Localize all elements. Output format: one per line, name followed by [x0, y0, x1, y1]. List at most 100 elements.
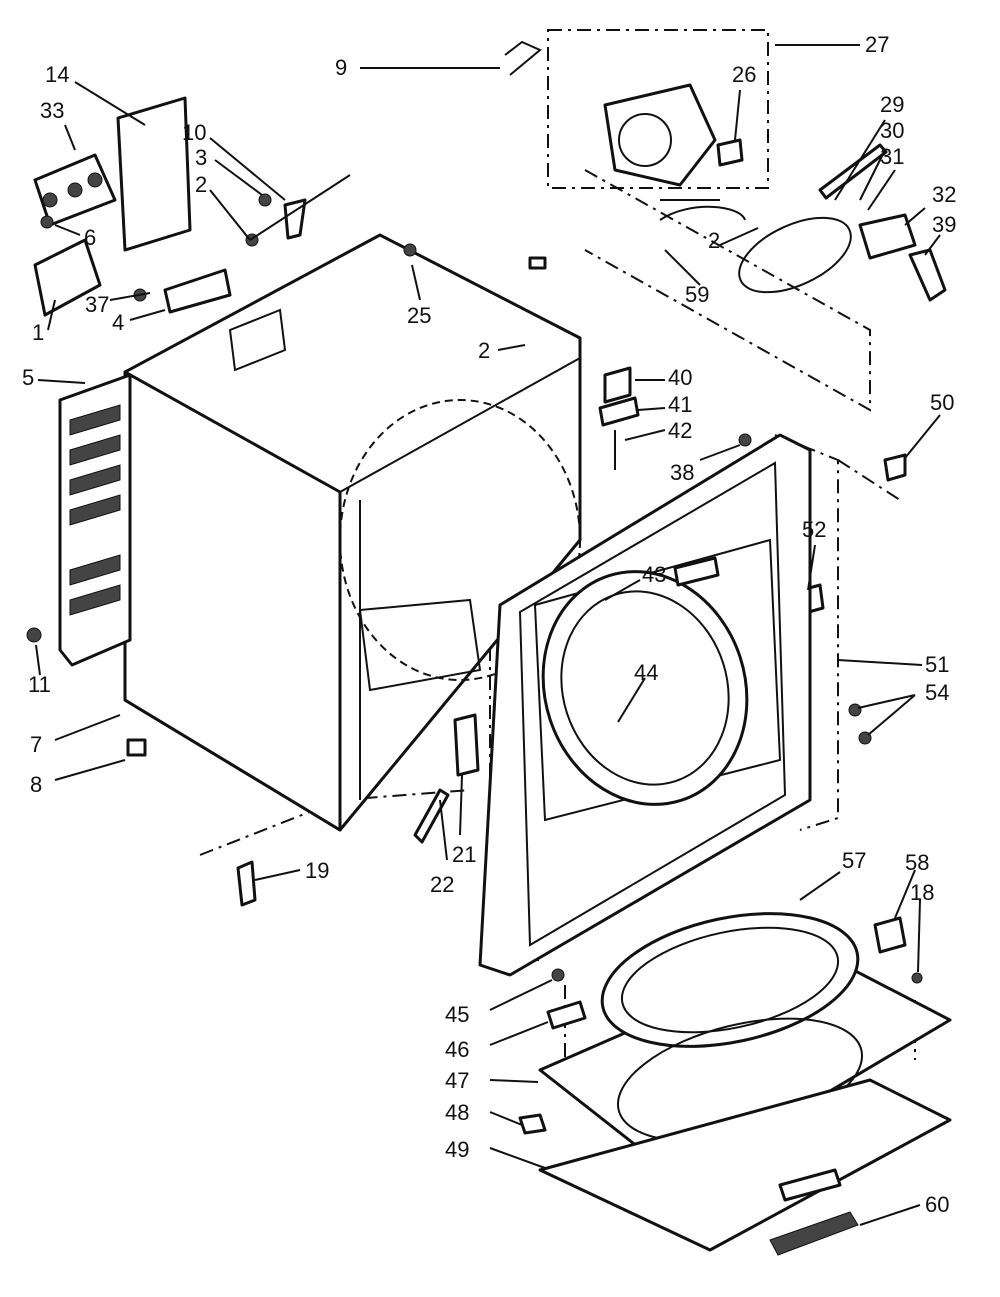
callout-42: 42 — [668, 418, 692, 443]
callout-46: 46 — [445, 1037, 469, 1062]
motor-lead — [249, 174, 720, 241]
top-panel — [58, 373, 132, 667]
rear-bracket — [228, 308, 287, 372]
drum-opening — [339, 399, 581, 681]
callout-21: 21 — [452, 842, 476, 867]
callout-3: 3 — [195, 145, 207, 170]
light-socket-43 — [673, 556, 720, 587]
front-panel-inner — [518, 461, 787, 947]
clip-2b — [528, 256, 547, 270]
spring-39 — [908, 248, 947, 302]
door-seal-44 — [541, 570, 749, 806]
door-gasket-inner — [620, 926, 840, 1034]
callout-52: 52 — [802, 517, 826, 542]
clip-50 — [883, 453, 907, 482]
callout-29: 29 — [880, 92, 904, 117]
guide-50 — [837, 459, 901, 501]
callout-32: 32 — [932, 182, 956, 207]
callout-1: 1 — [32, 320, 44, 345]
belt-clip-9 — [504, 40, 542, 76]
switch-41 — [598, 396, 640, 427]
callout-31: 31 — [880, 144, 904, 169]
callout-41: 41 — [668, 392, 692, 417]
leader-lines — [35, 44, 941, 1226]
callout-50: 50 — [930, 390, 954, 415]
terminal-block-14 — [116, 96, 192, 252]
switch-40 — [603, 366, 632, 404]
screw-48 — [518, 1113, 547, 1135]
terminal-block-4 — [163, 268, 232, 314]
callout-labels: 14 33 10 3 2 6 37 4 1 5 11 7 8 9 25 2 27… — [22, 32, 956, 1217]
cover-plate-1 — [33, 238, 102, 317]
front-panel — [478, 433, 812, 977]
callout-2: 2 — [195, 172, 207, 197]
top-panel-louvers — [69, 404, 121, 616]
motor-rotor — [618, 113, 672, 167]
callout-57: 57 — [842, 848, 866, 873]
callout-7: 7 — [30, 732, 42, 757]
callout-38: 38 — [670, 460, 694, 485]
callout-40: 40 — [668, 365, 692, 390]
screw-3 — [258, 193, 272, 207]
clip-10 — [283, 198, 307, 240]
callout-48: 48 — [445, 1100, 469, 1125]
leveling-leg-8 — [126, 738, 147, 757]
callout-26: 26 — [732, 62, 756, 87]
callout-33: 33 — [40, 98, 64, 123]
callout-8: 8 — [30, 772, 42, 797]
door-handle-60 — [769, 1211, 859, 1256]
callout-2: 2 — [478, 338, 490, 363]
screw-54a — [848, 703, 862, 717]
screw-38 — [738, 433, 752, 447]
callout-58: 58 — [905, 850, 929, 875]
control-bracket-assembly — [33, 96, 307, 317]
callout-51: 51 — [925, 652, 949, 677]
bracket-hole — [42, 192, 58, 208]
door-assembly — [518, 912, 952, 1256]
callout-14: 14 — [45, 62, 69, 87]
callout-25: 25 — [407, 303, 431, 328]
callout-19: 19 — [305, 858, 329, 883]
callout-39: 39 — [932, 212, 956, 237]
screw-11 — [26, 627, 42, 643]
callout-59: 59 — [685, 282, 709, 307]
callout-22: 22 — [430, 872, 454, 897]
hinge-21 — [453, 713, 480, 777]
screw-45 — [551, 968, 565, 982]
bracket-19 — [236, 860, 257, 907]
blower-housing — [358, 598, 482, 692]
callout-37: 37 — [85, 292, 109, 317]
screw-18 — [911, 972, 923, 984]
door-handle-slot — [778, 1168, 842, 1202]
callout-9: 9 — [335, 55, 347, 80]
bracket-hole — [87, 172, 103, 188]
callout-10: 10 — [182, 120, 206, 145]
door-inner-panel-49 — [538, 1078, 952, 1252]
motor-body — [603, 83, 717, 187]
cabinet-top-edge — [339, 357, 581, 493]
hinge-plate-46 — [546, 1000, 587, 1030]
idler-pulley-32 — [858, 213, 917, 260]
callout-54: 54 — [925, 680, 949, 705]
door-gasket-57 — [600, 912, 860, 1048]
callout-49: 49 — [445, 1137, 469, 1162]
idler-26 — [716, 138, 744, 167]
bracket-hole — [67, 182, 83, 198]
callout-6: 6 — [84, 225, 96, 250]
callout-11: 11 — [28, 672, 51, 697]
motor-assembly-box — [547, 29, 769, 189]
door-latch-58 — [873, 916, 907, 954]
callout-27: 27 — [865, 32, 889, 57]
door-opening-frame — [533, 538, 782, 822]
callout-47: 47 — [445, 1068, 469, 1093]
callout-2: 2 — [708, 228, 720, 253]
wire-harness-59 — [659, 205, 746, 221]
callout-4: 4 — [112, 310, 124, 335]
callout-30: 30 — [880, 118, 904, 143]
callout-5: 5 — [22, 365, 34, 390]
drive-belt — [738, 216, 852, 294]
screw-6 — [40, 215, 54, 229]
callout-44: 44 — [634, 660, 658, 685]
screw-25 — [403, 243, 417, 257]
